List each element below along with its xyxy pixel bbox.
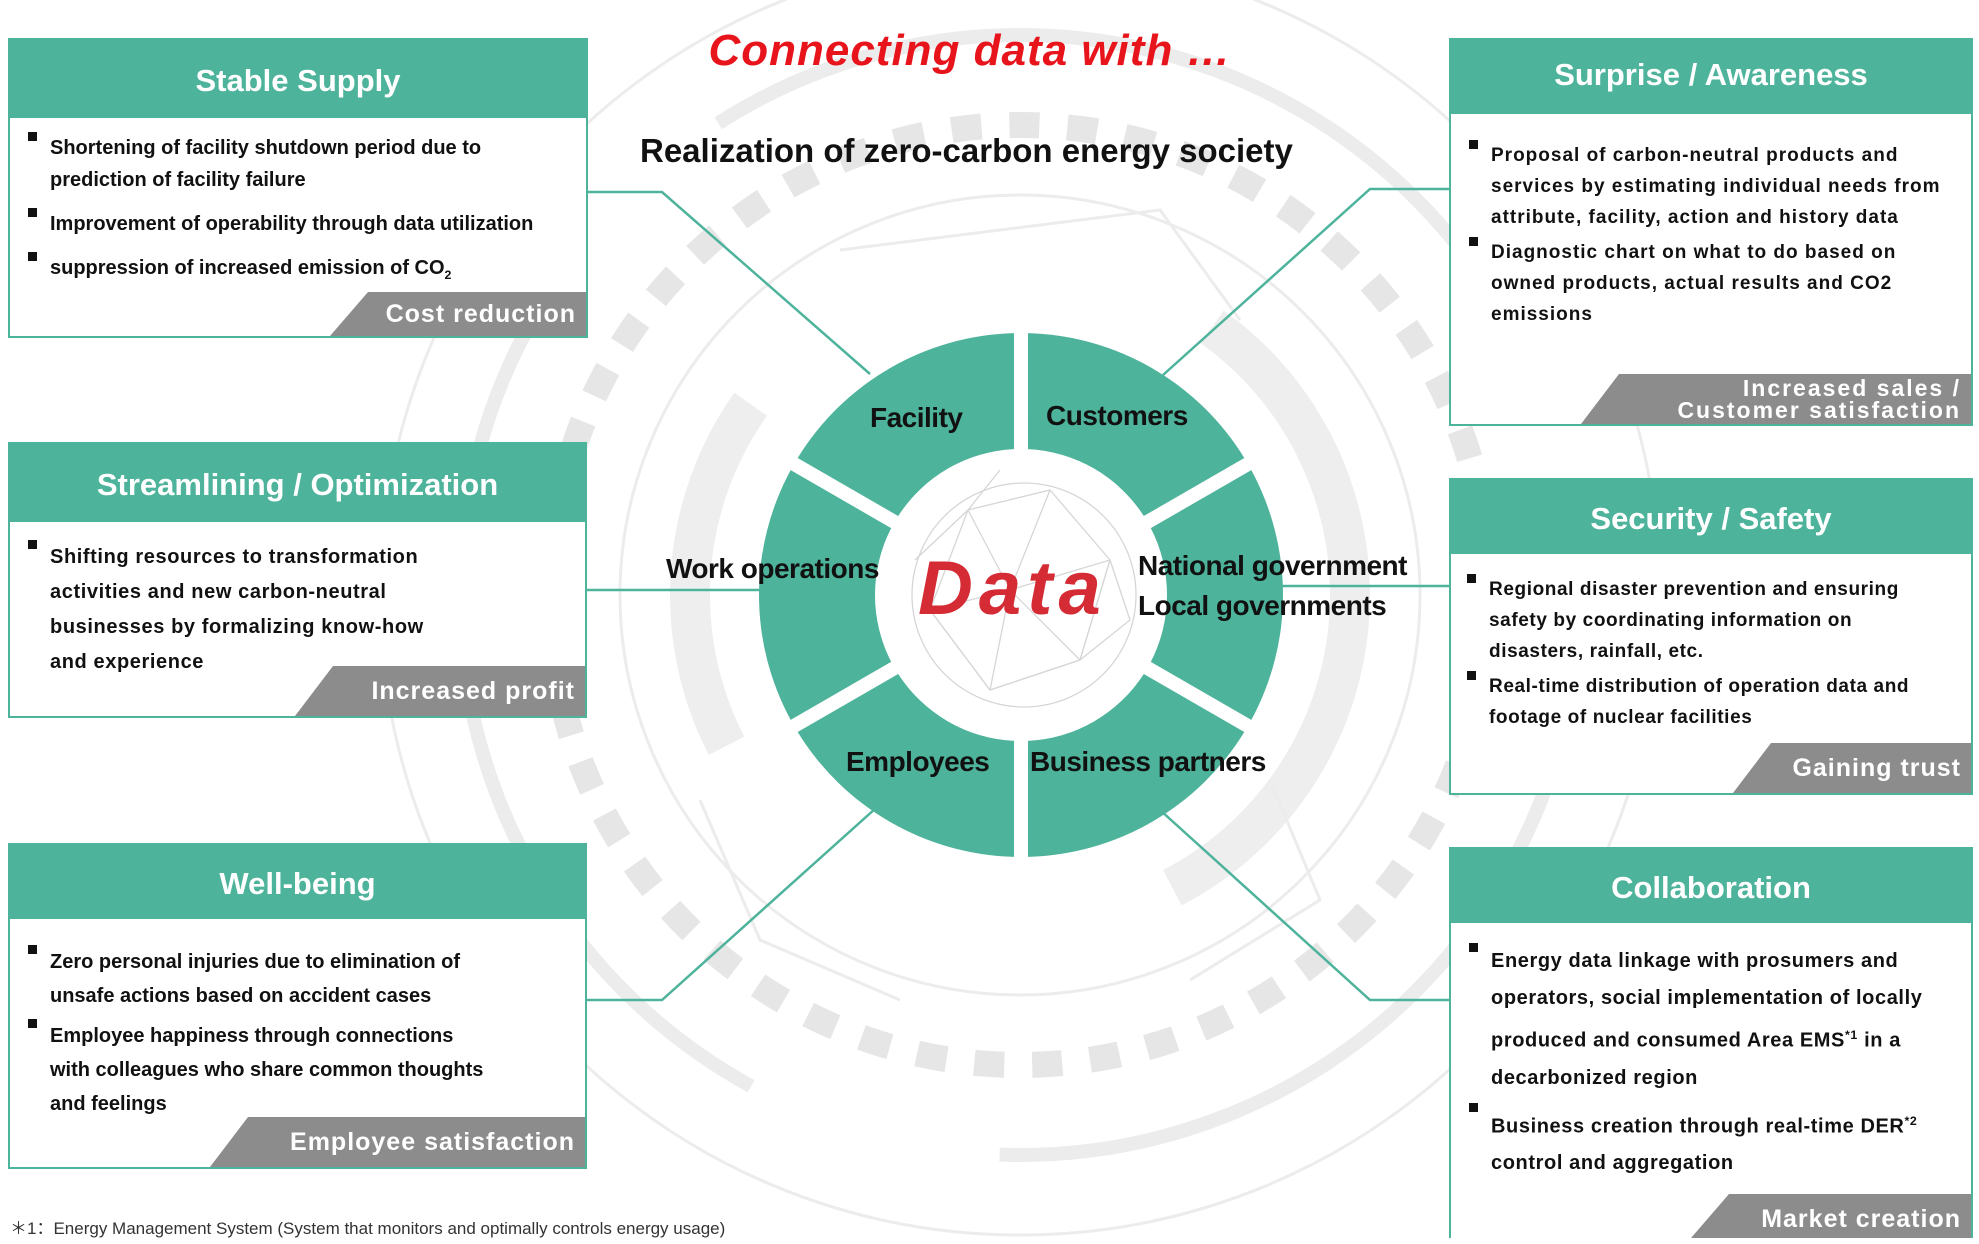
list-item: Regional disaster prevention and ensurin…	[1465, 574, 1931, 667]
footnote-ref: *1	[1845, 1028, 1858, 1042]
card-well-being: Well-being Zero personal injuries due to…	[8, 843, 587, 1169]
list-item-text: Energy data linkage with prosumers and o…	[1491, 950, 1923, 1052]
footnote-ref: *2	[1904, 1113, 1918, 1128]
subscript: 2	[444, 268, 452, 282]
segment-customers	[1027, 333, 1245, 517]
card-surprise-awareness: Surprise / Awareness Proposal of carbon-…	[1449, 38, 1973, 426]
card-security-safety: Security / Safety Regional disaster prev…	[1449, 478, 1973, 795]
card-stable-supply: Stable Supply Shortening of facility shu…	[8, 38, 588, 338]
card-title: Streamlining / Optimization	[10, 444, 585, 522]
segment-label-customers: Customers	[1046, 400, 1188, 431]
tag-line: Increased sales /	[1742, 375, 1961, 401]
ring-segments	[759, 333, 1283, 857]
card-title: Security / Safety	[1451, 480, 1971, 554]
segment-business-partners	[1027, 673, 1245, 857]
tag-line: Customer satisfaction	[1677, 397, 1961, 423]
segment-government	[1150, 470, 1283, 720]
card-streamlining-optimization: Streamlining / Optimization Shifting res…	[8, 442, 587, 718]
card-title: Surprise / Awareness	[1451, 40, 1971, 114]
list-item: Diagnostic chart on what to do based on …	[1467, 237, 1955, 330]
center-globe	[911, 469, 1137, 708]
outcome-tag: Employee satisfaction	[210, 1117, 585, 1167]
list-item: Energy data linkage with prosumers and o…	[1467, 943, 1951, 1097]
outcome-tag: Increased profit	[295, 666, 585, 716]
segment-label-local-governments: Local governments	[1138, 590, 1387, 621]
list-item-text: in a decarbonized region	[1491, 1029, 1901, 1089]
list-item: Business creation through real-time DER*…	[1467, 1102, 1951, 1183]
data-word: Data	[918, 546, 1107, 631]
footnote: ＊1：Energy Management System (System that…	[10, 1219, 726, 1238]
list-item: Proposal of carbon-neutral products and …	[1467, 140, 1955, 233]
list-item: Zero personal injuries due to eliminatio…	[26, 945, 495, 1013]
segment-label-facility: Facility	[870, 402, 963, 433]
outcome-tag: Increased sales / Customer satisfaction	[1581, 374, 1971, 424]
segment-employees	[797, 673, 1015, 857]
connector-surprise	[1162, 187, 1449, 376]
connector-collaboration	[1159, 809, 1449, 1002]
list-item: Employee happiness through connections w…	[26, 1019, 495, 1121]
segment-work-operations	[759, 470, 892, 720]
list-item: suppression of increased emission of CO2	[26, 252, 570, 291]
segment-label-business-partners: Business partners	[1030, 746, 1266, 777]
list-item: Shortening of facility shutdown period d…	[26, 132, 570, 196]
connector-stable-supply	[588, 190, 871, 375]
list-item: Real-time distribution of operation data…	[1465, 671, 1931, 733]
main-title: Connecting data with …	[708, 26, 1232, 75]
list-item-text: control and aggregation	[1491, 1152, 1734, 1175]
subtitle: Realization of zero-carbon energy societ…	[640, 132, 1293, 169]
outcome-tag: Gaining trust	[1733, 743, 1971, 793]
card-collaboration: Collaboration Energy data linkage with p…	[1449, 847, 1973, 1238]
connector-wellbeing	[587, 807, 877, 1002]
outcome-tag: Cost reduction	[330, 292, 586, 336]
list-item: Shifting resources to transformation act…	[26, 540, 445, 680]
segment-label-national-government: National government	[1138, 550, 1407, 581]
segment-facility	[797, 333, 1015, 517]
list-item-text: Business creation through real-time DER	[1491, 1115, 1905, 1138]
list-item: Improvement of operability through data …	[26, 208, 570, 240]
card-title: Well-being	[10, 845, 585, 919]
card-title: Collaboration	[1451, 849, 1971, 923]
segment-label-employees: Employees	[846, 746, 990, 777]
card-title: Stable Supply	[10, 40, 586, 118]
segment-label-work-operations: Work operations	[666, 553, 879, 584]
list-item-text: suppression of increased emission of CO	[50, 257, 445, 279]
outcome-tag: Market creation	[1691, 1194, 1971, 1238]
